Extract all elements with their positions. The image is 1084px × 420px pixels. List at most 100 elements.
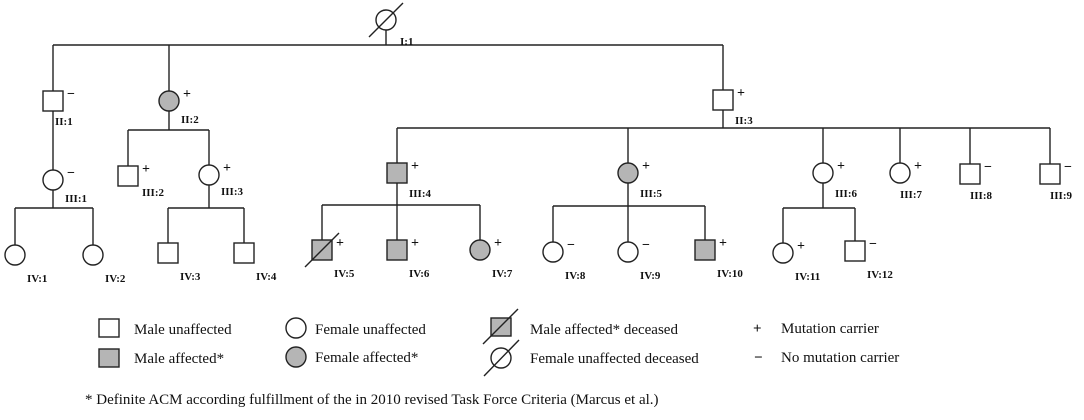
- carrier-status: +: [797, 239, 805, 254]
- carrier-status: +: [336, 236, 344, 251]
- legend-item-female-unaffected: Female unaffected: [285, 317, 426, 339]
- carrier-status: +: [837, 159, 845, 174]
- carrier-status: −: [869, 237, 877, 252]
- carrier-status: −: [567, 238, 575, 253]
- male-affected-symbol: [98, 348, 120, 368]
- individual-iv-12: IV:12 −: [844, 237, 893, 281]
- legend-label-female-affected: Female affected*: [315, 350, 418, 366]
- individual-iii-5: III:5 +: [617, 159, 663, 200]
- no-mutation-carrier-symbol: −: [754, 350, 763, 366]
- carrier-status: −: [642, 238, 650, 253]
- male-symbol: [844, 240, 866, 262]
- individual-iv-5: IV:5+: [304, 232, 355, 280]
- individual-ii-1: II:1 −: [42, 87, 75, 128]
- pedigree-individuals: I:1II:1−II:2+II:3+III:1−III:2+III:3+III:…: [4, 2, 1073, 285]
- legend-label-mutation-carrier: Mutation carrier: [781, 321, 879, 337]
- individual-iv-6: IV:6+: [386, 236, 430, 280]
- male-symbol: [117, 165, 139, 187]
- legend-item-male-unaffected: Male unaffected: [98, 318, 232, 338]
- carrier-status: +: [914, 159, 922, 174]
- individual-label: III:6: [835, 188, 858, 200]
- individual-label: IV:9: [640, 270, 661, 282]
- carrier-status: +: [142, 162, 150, 177]
- legend-label-no-mutation-carrier: No mutation carrier: [781, 350, 899, 366]
- legend-item-mutation-carrier: + Mutation carrier: [753, 321, 879, 337]
- deceased-slash: [368, 2, 404, 38]
- male-unaffected-symbol: [98, 318, 120, 338]
- individual-iv-3: IV:3: [157, 242, 201, 283]
- individual-label: III:3: [221, 186, 244, 198]
- individual-iv-10: IV:10+: [694, 236, 743, 280]
- individual-label: III:1: [65, 193, 87, 205]
- carrier-status: +: [494, 236, 502, 251]
- male-symbol: [157, 242, 179, 264]
- deceased-slash: [483, 339, 520, 377]
- legend-label-male-unaffected: Male unaffected: [134, 322, 232, 338]
- individual-iii-1: III:1 −: [42, 166, 87, 205]
- individual-iv-7: IV:7 +: [469, 236, 513, 280]
- individual-label: III:9: [1050, 190, 1073, 202]
- individual-iii-6: III:6 +: [812, 159, 858, 200]
- individual-label: IV:4: [256, 271, 277, 283]
- female-affected-symbol: [285, 346, 307, 368]
- deceased-slash: [304, 232, 340, 268]
- male-symbol: [959, 163, 981, 185]
- legend-item-female-unaffected-deceased: Female unaffected deceased: [483, 339, 699, 377]
- individual-label: IV:12: [867, 269, 893, 281]
- individual-label: IV:1: [27, 273, 47, 285]
- deceased-slash: [482, 308, 519, 345]
- individual-label: IV:8: [565, 270, 586, 282]
- individual-label: I:1: [400, 36, 413, 48]
- male-symbol: [386, 239, 408, 261]
- female-symbol: [889, 162, 911, 184]
- legend-label-male-affected-deceased: Male affected* deceased: [530, 322, 678, 338]
- female-symbol: [4, 244, 26, 266]
- individual-label: IV:10: [717, 268, 743, 280]
- individual-label: III:7: [900, 189, 923, 201]
- individual-iii-3: III:3 +: [198, 161, 244, 198]
- individual-label: II:1: [55, 116, 73, 128]
- carrier-status: +: [411, 236, 419, 251]
- male-symbol: [42, 90, 64, 112]
- individual-label: III:4: [409, 188, 432, 200]
- male-symbol: [694, 239, 716, 261]
- individual-label: III:5: [640, 188, 663, 200]
- individual-label: IV:3: [180, 271, 201, 283]
- carrier-status: −: [67, 87, 75, 102]
- carrier-status: −: [67, 166, 75, 181]
- female-symbol: [772, 242, 794, 264]
- carrier-status: +: [223, 161, 231, 176]
- individual-iv-2: IV:2: [82, 244, 126, 285]
- carrier-status: −: [984, 160, 992, 175]
- individual-iii-8: III:8−: [959, 160, 993, 202]
- female-symbol: [617, 241, 639, 263]
- individual-label: IV:2: [105, 273, 126, 285]
- male-symbol: [233, 242, 255, 264]
- individual-ii-3: II:3+: [712, 86, 753, 127]
- individual-label: III:2: [142, 187, 165, 199]
- female-symbol: [542, 241, 564, 263]
- individual-iv-8: IV:8 −: [542, 238, 586, 282]
- female-symbol: [42, 169, 64, 191]
- legend: Male unaffected Female unaffected Male a…: [98, 308, 899, 377]
- individual-iii-2: III:2 +: [117, 162, 165, 199]
- carrier-status: +: [183, 87, 191, 102]
- individual-i-1: I:1: [368, 2, 413, 48]
- female-symbol: [158, 90, 180, 112]
- female-symbol: [198, 164, 220, 186]
- individual-iii-7: III:7 +: [889, 159, 923, 201]
- individual-label: II:3: [735, 115, 753, 127]
- footnote: * Definite ACM according fulfillment of …: [85, 392, 659, 408]
- individual-label: IV:7: [492, 268, 513, 280]
- individual-iv-11: IV:11+: [772, 239, 820, 283]
- legend-item-male-affected: Male affected*: [98, 348, 224, 368]
- mutation-carrier-symbol: +: [753, 321, 762, 337]
- legend-item-male-affected-deceased: Male affected* deceased: [482, 308, 678, 345]
- legend-label-female-unaffected: Female unaffected: [315, 322, 426, 338]
- male-symbol: [1039, 163, 1061, 185]
- individual-iii-9: III:9 −: [1039, 160, 1073, 202]
- legend-label-male-affected: Male affected*: [134, 351, 224, 367]
- carrier-status: +: [642, 159, 650, 174]
- carrier-status: −: [1064, 160, 1072, 175]
